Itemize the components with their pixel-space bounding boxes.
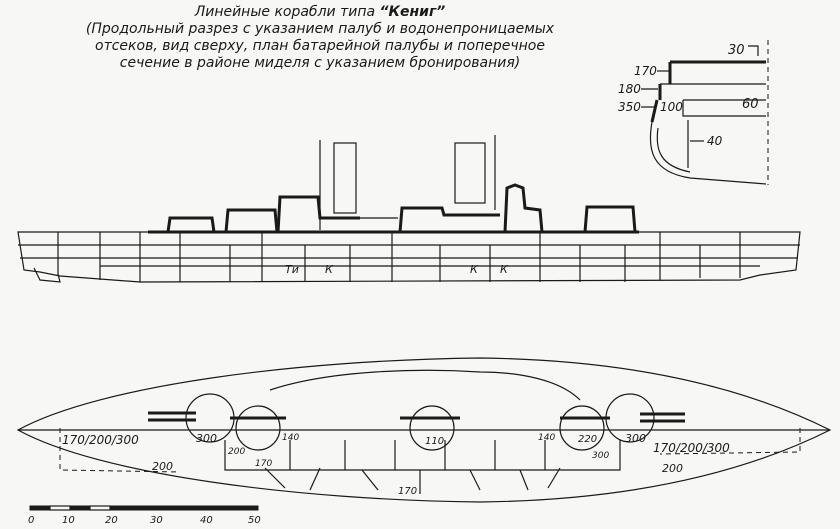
battery-deck-outline <box>224 440 621 471</box>
caption-ship-name: “Кениг” <box>379 4 446 20</box>
label-right-lower: 200 <box>662 462 683 475</box>
hull-bottom <box>649 121 767 185</box>
label-bulkhead: 40 <box>707 134 723 148</box>
caption-title-prefix: Линейные корабли типа <box>194 4 380 20</box>
figure-caption: Линейные корабли типа “Кениг” (Продольны… <box>20 4 620 72</box>
hull-outline <box>17 231 801 283</box>
fore-bridge <box>276 195 360 233</box>
superstructure-outline <box>269 369 581 401</box>
label-t4c: 300 <box>592 451 609 461</box>
scale-segment-1 <box>29 505 51 511</box>
caption-line-1: (Продольный разрез с указанием палуб и в… <box>85 21 555 37</box>
caption-title: Линейные корабли типа “Кениг” <box>20 4 620 21</box>
armor-deck <box>682 100 766 117</box>
label-t1b: 200 <box>228 447 245 457</box>
armor-limit-left <box>59 428 181 473</box>
aft-bridge <box>398 206 500 233</box>
scale-tick-20: 20 <box>105 515 118 526</box>
stern-detail <box>33 267 61 283</box>
aft-funnel <box>454 142 486 204</box>
label-left-lower: 200 <box>152 460 173 473</box>
label-t2b: 170 <box>255 459 272 469</box>
scale-tick-30: 30 <box>150 515 163 526</box>
scale-segment-2 <box>49 505 71 511</box>
scale-segment-5 <box>109 505 259 511</box>
scale-tick-0: 0 <box>28 515 34 526</box>
label-k2: К <box>470 263 479 276</box>
armor-limit-right <box>659 428 801 455</box>
label-top-deck: 30 <box>728 43 745 58</box>
casemate-dividers <box>289 440 546 470</box>
label-right-turret-armor: 170/200/300 <box>653 441 730 455</box>
scale-tick-40: 40 <box>200 515 213 526</box>
scale-bar: 0 10 20 30 40 50 <box>28 505 261 526</box>
caption-line-3: сечение в районе миделя с указанием брон… <box>119 55 521 71</box>
label-t4b: 220 <box>578 434 597 445</box>
turret-a <box>166 216 216 233</box>
label-t1: 300 <box>196 432 217 445</box>
label-ti: Ти <box>285 263 299 276</box>
label-k1: К <box>325 263 334 276</box>
label-center: 110 <box>425 436 444 447</box>
longitudinal-profile: Ти К К К <box>17 135 801 283</box>
turret-c <box>503 183 544 233</box>
turrets <box>148 393 685 451</box>
scale-segment-3 <box>69 505 91 511</box>
caption-line-2: отсеков, вид сверху, план батарейной пал… <box>95 38 545 54</box>
fore-funnel <box>333 142 357 214</box>
turret-d <box>583 205 637 233</box>
label-mid-belt: 180 <box>618 82 641 96</box>
turret-b <box>224 208 279 233</box>
label-k3: К <box>500 263 509 276</box>
label-casemate: 170 <box>398 486 417 497</box>
scale-tick-50: 50 <box>248 515 261 526</box>
midship-cross-section: 30 170 180 350 100 60 40 <box>618 40 769 185</box>
arrow-top-deck <box>748 45 759 56</box>
inner-bottom <box>656 127 691 173</box>
watertight-bulkheads <box>57 232 741 282</box>
scale-tick-10: 10 <box>62 515 75 526</box>
label-t5: 300 <box>625 432 646 445</box>
main-belt <box>650 99 659 123</box>
label-t4: 140 <box>538 433 555 443</box>
label-inner-belt: 100 <box>660 100 683 114</box>
label-t2: 140 <box>282 433 299 443</box>
plan-view: 170/200/300 170/200/300 200 200 300 200 … <box>16 357 832 503</box>
casemate-guns <box>264 467 561 494</box>
label-main-belt: 350 <box>618 100 641 114</box>
label-deck: 60 <box>742 97 759 112</box>
label-upper-belt: 170 <box>634 64 657 78</box>
scale-segment-4 <box>89 505 111 511</box>
label-left-turret-armor: 170/200/300 <box>62 433 139 447</box>
